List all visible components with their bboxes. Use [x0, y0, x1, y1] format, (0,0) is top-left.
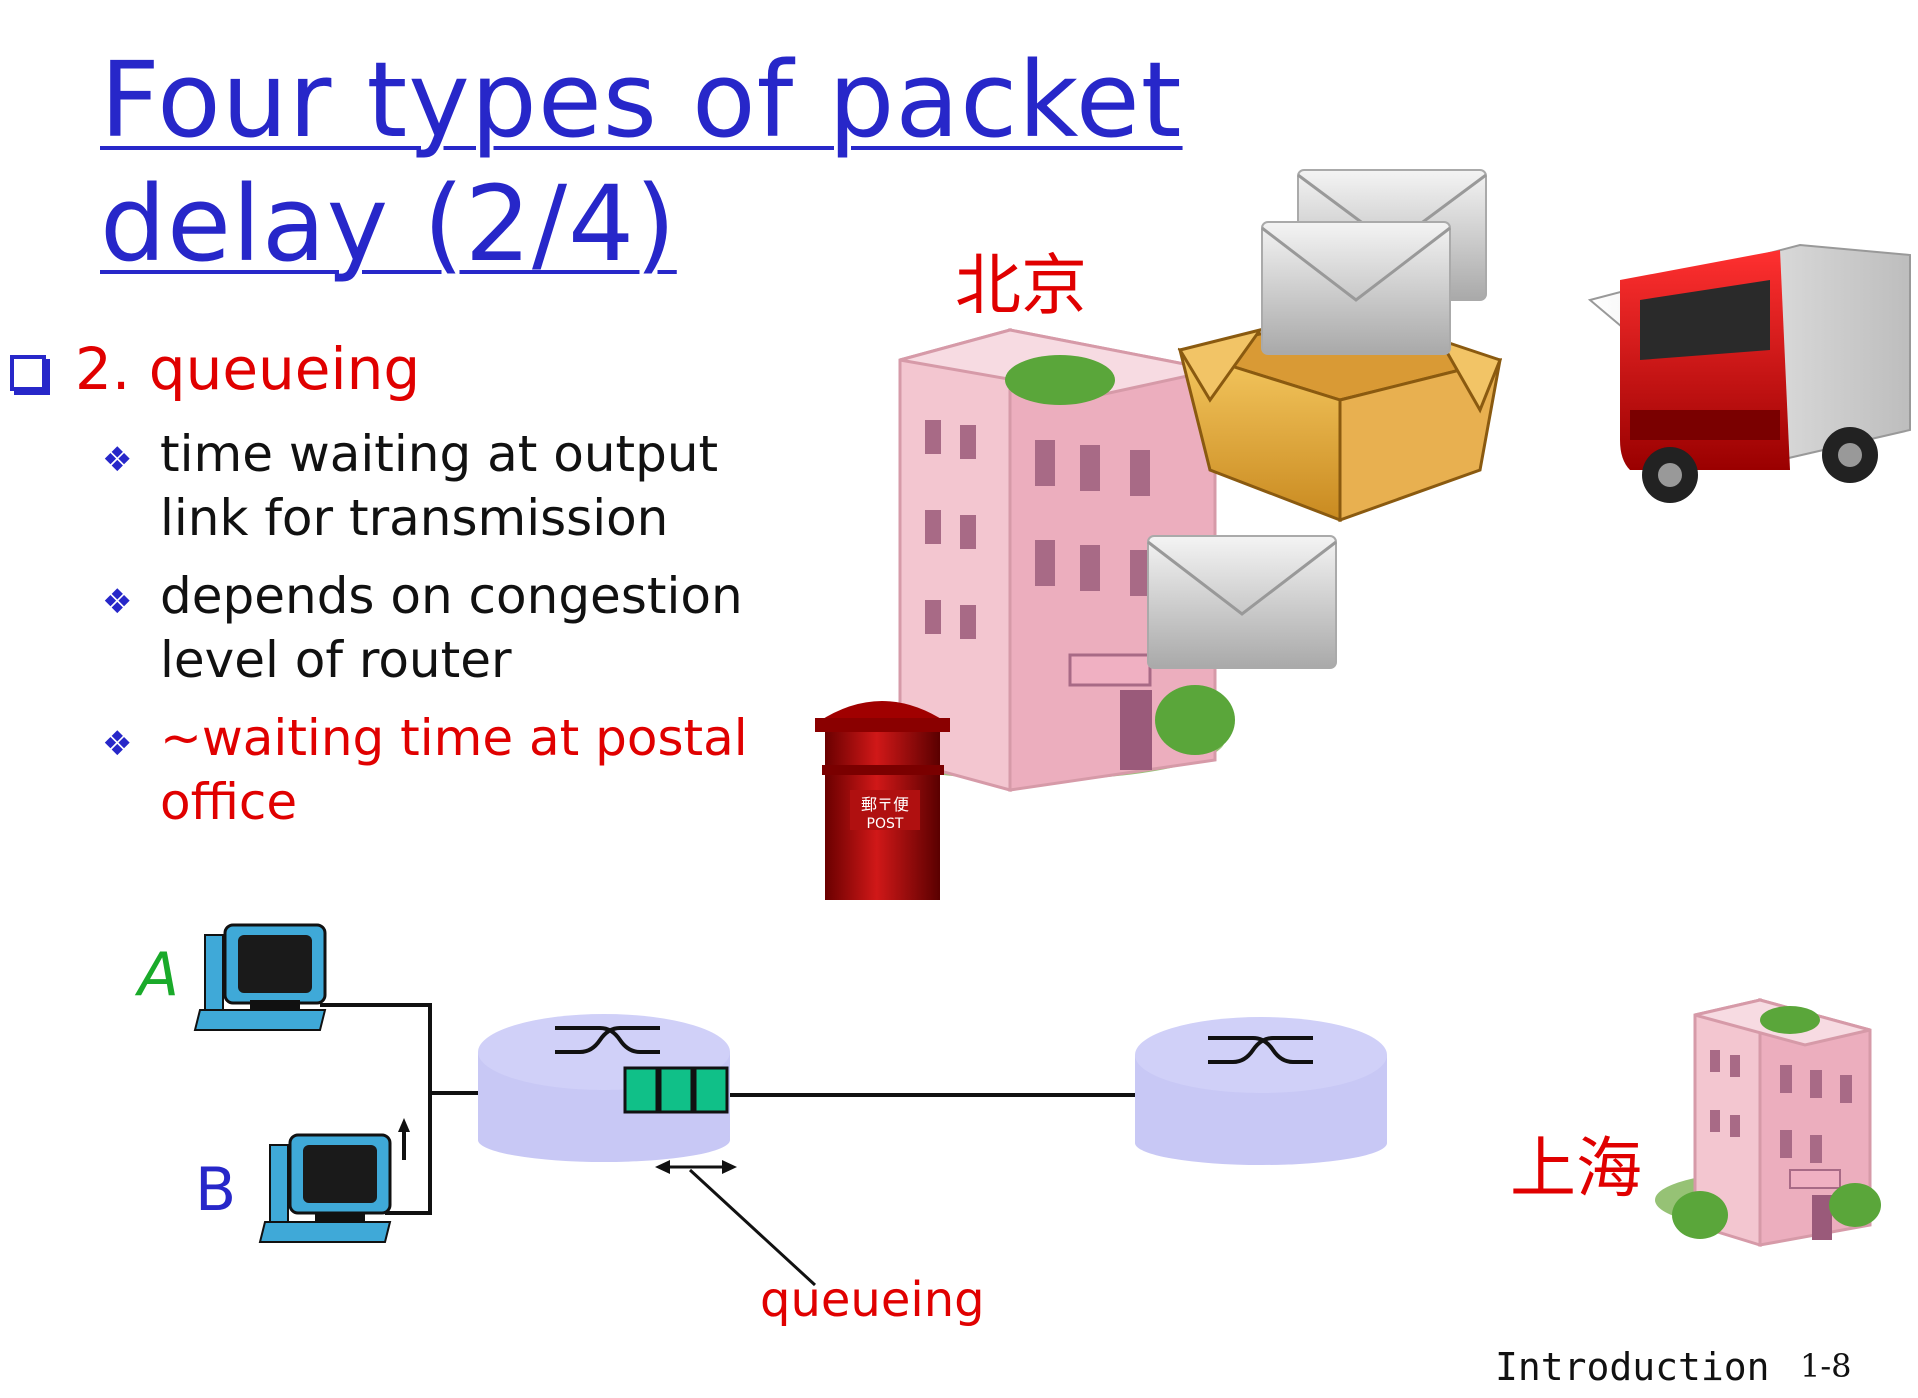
svg-text:POST: POST [867, 816, 904, 832]
shanghai-building-icon [1655, 998, 1881, 1248]
host-a-label: A [138, 940, 180, 1010]
host-a-computer-icon [193, 923, 327, 1031]
shanghai-label: 上海 [1510, 1130, 1642, 1207]
router-2-icon [1135, 1017, 1387, 1165]
sub-bullet-1-line2: link for transmission [160, 489, 669, 547]
host-b-computer-icon [258, 1133, 392, 1243]
sub-bullet-2-line2: level of router [160, 631, 512, 689]
diamond-bullet-icon: ❖ [102, 724, 133, 764]
sub-bullet-2-line1: depends on congestion [160, 567, 743, 625]
beijing-label: 北京 [955, 247, 1087, 324]
sub-bullet-1: time waiting at output link for transmis… [160, 422, 800, 550]
network-links [320, 1003, 1135, 1215]
footer-section: Introduction [1495, 1345, 1770, 1389]
sub-bullet-3: ~waiting time at postal office [160, 706, 800, 834]
diamond-bullet-icon: ❖ [102, 582, 133, 622]
queueing-label: queueing [760, 1272, 985, 1328]
host-b-label: B [195, 1155, 237, 1225]
queued-packets [623, 1066, 729, 1114]
main-bullet: 2. queueing [75, 335, 421, 403]
parcel-box-icon [1177, 318, 1502, 523]
sub-bullet-3-line2: office [160, 773, 298, 831]
queueing-indicator [655, 1160, 817, 1287]
square-bullet-icon [10, 355, 46, 391]
mailbox-icon: 郵〒便 POST [815, 701, 950, 900]
page-number: 1-8 [1800, 1347, 1852, 1385]
slide-title: Four types of packet delay (2/4) [100, 39, 1183, 285]
truck-icon [1587, 243, 1911, 503]
envelope-icon [1147, 535, 1337, 669]
sub-bullet-2: depends on congestion level of router [160, 564, 800, 692]
sub-bullet-3-line1: ~waiting time at postal [160, 709, 748, 767]
diamond-bullet-icon: ❖ [102, 440, 133, 480]
sub-bullet-1-line1: time waiting at output [160, 425, 719, 483]
envelope-icon [1261, 221, 1451, 355]
svg-text:郵〒便: 郵〒便 [861, 795, 909, 814]
